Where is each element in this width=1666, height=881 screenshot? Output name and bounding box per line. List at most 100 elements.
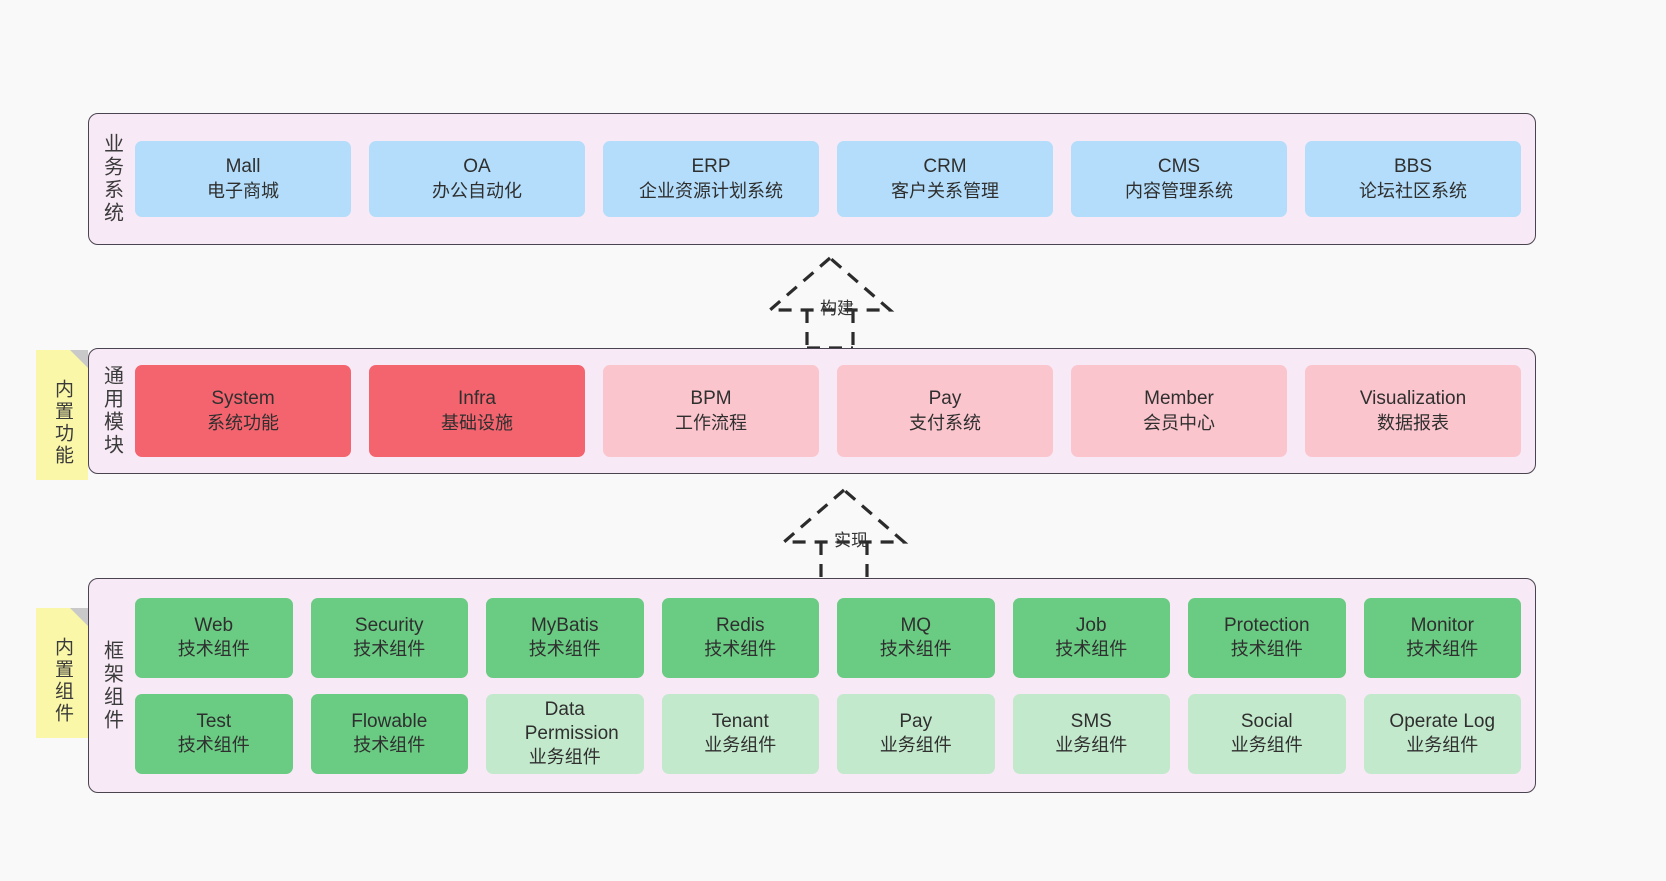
framework-card-test-en: Test [196,710,232,732]
framework-card-data-permission[interactable]: Data Permission 业务组件 [486,693,644,774]
framework-card-job[interactable]: Job 技术组件 [1012,597,1170,678]
framework-card-pay-cn: 业务组件 [879,735,952,756]
module-card-infra-cn: 基础设施 [441,412,513,433]
business-card-oa-cn: 办公自动化 [432,180,522,201]
layer-framework-components: 框架组件 Web 技术组件 Security 技术组件 MyBatis 技术组件… [88,578,1536,793]
framework-card-test[interactable]: Test 技术组件 [135,693,293,774]
framework-card-job-cn: 技术组件 [1055,639,1128,660]
framework-card-data-permission-en: Data Permission [524,698,619,744]
framework-card-mq[interactable]: MQ 技术组件 [837,597,995,678]
framework-card-mq-en: MQ [900,614,932,636]
business-card-oa-en: OA [463,156,491,178]
business-card-crm-cn: 客户关系管理 [891,180,999,201]
framework-card-tenant[interactable]: Tenant 业务组件 [661,693,819,774]
framework-card-web-en: Web [194,614,234,636]
framework-card-security[interactable]: Security 技术组件 [310,597,468,678]
layer-common-modules-label: 通用模块 [100,365,123,457]
framework-card-security-en: Security [354,614,424,636]
framework-card-mybatis[interactable]: MyBatis 技术组件 [486,597,644,678]
framework-card-social-cn: 业务组件 [1230,735,1303,756]
framework-card-pay[interactable]: Pay 业务组件 [837,693,995,774]
framework-card-operate-log[interactable]: Operate Log 业务组件 [1363,693,1521,774]
framework-card-job-en: Job [1075,614,1107,636]
framework-card-flowable-en: Flowable [351,710,428,732]
module-card-pay-en: Pay [928,388,962,410]
business-systems-row: Mall 电子商城 OA 办公自动化 ERP 企业资源计划系统 CRM 客户关系… [135,141,1521,217]
framework-card-test-cn: 技术组件 [177,735,250,756]
layer-business-systems-label: 业务系统 [100,133,123,225]
business-card-crm-en: CRM [923,156,967,178]
module-card-system-en: System [211,388,275,410]
framework-card-redis-en: Redis [715,614,765,636]
module-card-visualization-cn: 数据报表 [1377,412,1449,433]
common-modules-row: System 系统功能 Infra 基础设施 BPM 工作流程 Pay 支付系统… [135,365,1521,457]
module-card-visualization[interactable]: Visualization 数据报表 [1305,365,1521,457]
framework-card-security-cn: 技术组件 [353,639,426,660]
connector-implement: 实现 [766,484,936,582]
module-card-bpm[interactable]: BPM 工作流程 [603,365,819,457]
business-card-bbs-en: BBS [1393,156,1433,178]
framework-card-web[interactable]: Web 技术组件 [135,597,293,678]
business-card-erp-en: ERP [691,156,731,178]
module-card-bpm-en: BPM [690,388,732,410]
framework-card-redis-cn: 技术组件 [704,639,777,660]
business-card-bbs-cn: 论坛社区系统 [1359,180,1467,201]
framework-card-mq-cn: 技术组件 [879,639,952,660]
note-fold-corner-icon [70,350,88,368]
framework-card-web-cn: 技术组件 [177,639,250,660]
framework-card-tenant-cn: 业务组件 [704,735,777,756]
module-card-pay[interactable]: Pay 支付系统 [837,365,1053,457]
business-card-cms-en: CMS [1157,156,1201,178]
note-builtin-features-label: 内置功能 [51,379,73,467]
layer-business-systems: 业务系统 Mall 电子商城 OA 办公自动化 ERP 企业资源计划系统 CRM… [88,113,1536,245]
layer-framework-components-label: 框架组件 [100,639,123,732]
framework-card-protection-cn: 技术组件 [1230,639,1303,660]
module-card-member[interactable]: Member 会员中心 [1071,365,1287,457]
framework-card-sms-en: SMS [1070,710,1112,732]
module-card-system[interactable]: System 系统功能 [135,365,351,457]
framework-card-monitor[interactable]: Monitor 技术组件 [1363,597,1521,678]
business-card-oa[interactable]: OA 办公自动化 [369,141,585,217]
connector-build-label: 构建 [820,299,854,318]
business-card-cms[interactable]: CMS 内容管理系统 [1071,141,1287,217]
framework-card-monitor-cn: 技术组件 [1406,639,1479,660]
note-builtin-components-label: 内置组件 [51,637,73,725]
module-card-pay-cn: 支付系统 [909,412,981,433]
note-fold-corner-icon [70,608,88,626]
business-card-mall-cn: 电子商城 [207,180,279,201]
framework-card-redis[interactable]: Redis 技术组件 [661,597,819,678]
implement-arrowhead [779,487,909,544]
framework-card-protection-en: Protection [1223,614,1310,636]
module-card-infra[interactable]: Infra 基础设施 [369,365,585,457]
framework-card-social-en: Social [1240,710,1293,732]
business-card-mall[interactable]: Mall 电子商城 [135,141,351,217]
business-card-mall-en: Mall [225,156,261,178]
framework-row-tech: Web 技术组件 Security 技术组件 MyBatis 技术组件 Redi… [135,597,1521,678]
framework-card-sms[interactable]: SMS 业务组件 [1012,693,1170,774]
framework-row-business: Test 技术组件 Flowable 技术组件 Data Permission … [135,693,1521,774]
framework-card-social[interactable]: Social 业务组件 [1188,693,1346,774]
framework-card-tenant-en: Tenant [711,710,769,732]
module-card-system-cn: 系统功能 [207,412,279,433]
layer-common-modules: 通用模块 System 系统功能 Infra 基础设施 BPM 工作流程 Pay… [88,348,1536,474]
connector-implement-label: 实现 [834,531,868,550]
framework-card-pay-en: Pay [899,710,933,732]
module-card-member-en: Member [1144,388,1214,410]
framework-card-flowable[interactable]: Flowable 技术组件 [310,693,468,774]
business-card-crm[interactable]: CRM 客户关系管理 [837,141,1053,217]
framework-card-protection[interactable]: Protection 技术组件 [1188,597,1346,678]
module-card-visualization-en: Visualization [1359,388,1467,410]
business-card-bbs[interactable]: BBS 论坛社区系统 [1305,141,1521,217]
framework-card-mybatis-cn: 技术组件 [528,639,601,660]
framework-card-flowable-cn: 技术组件 [353,735,426,756]
framework-card-data-permission-cn: 业务组件 [528,747,601,768]
business-card-erp[interactable]: ERP 企业资源计划系统 [603,141,819,217]
module-card-infra-en: Infra [457,388,497,410]
module-card-bpm-cn: 工作流程 [675,412,747,433]
framework-card-monitor-en: Monitor [1410,614,1474,636]
connector-build: 构建 [752,252,922,350]
framework-card-operate-log-en: Operate Log [1389,710,1496,732]
module-card-member-cn: 会员中心 [1143,412,1215,433]
framework-card-sms-cn: 业务组件 [1055,735,1128,756]
